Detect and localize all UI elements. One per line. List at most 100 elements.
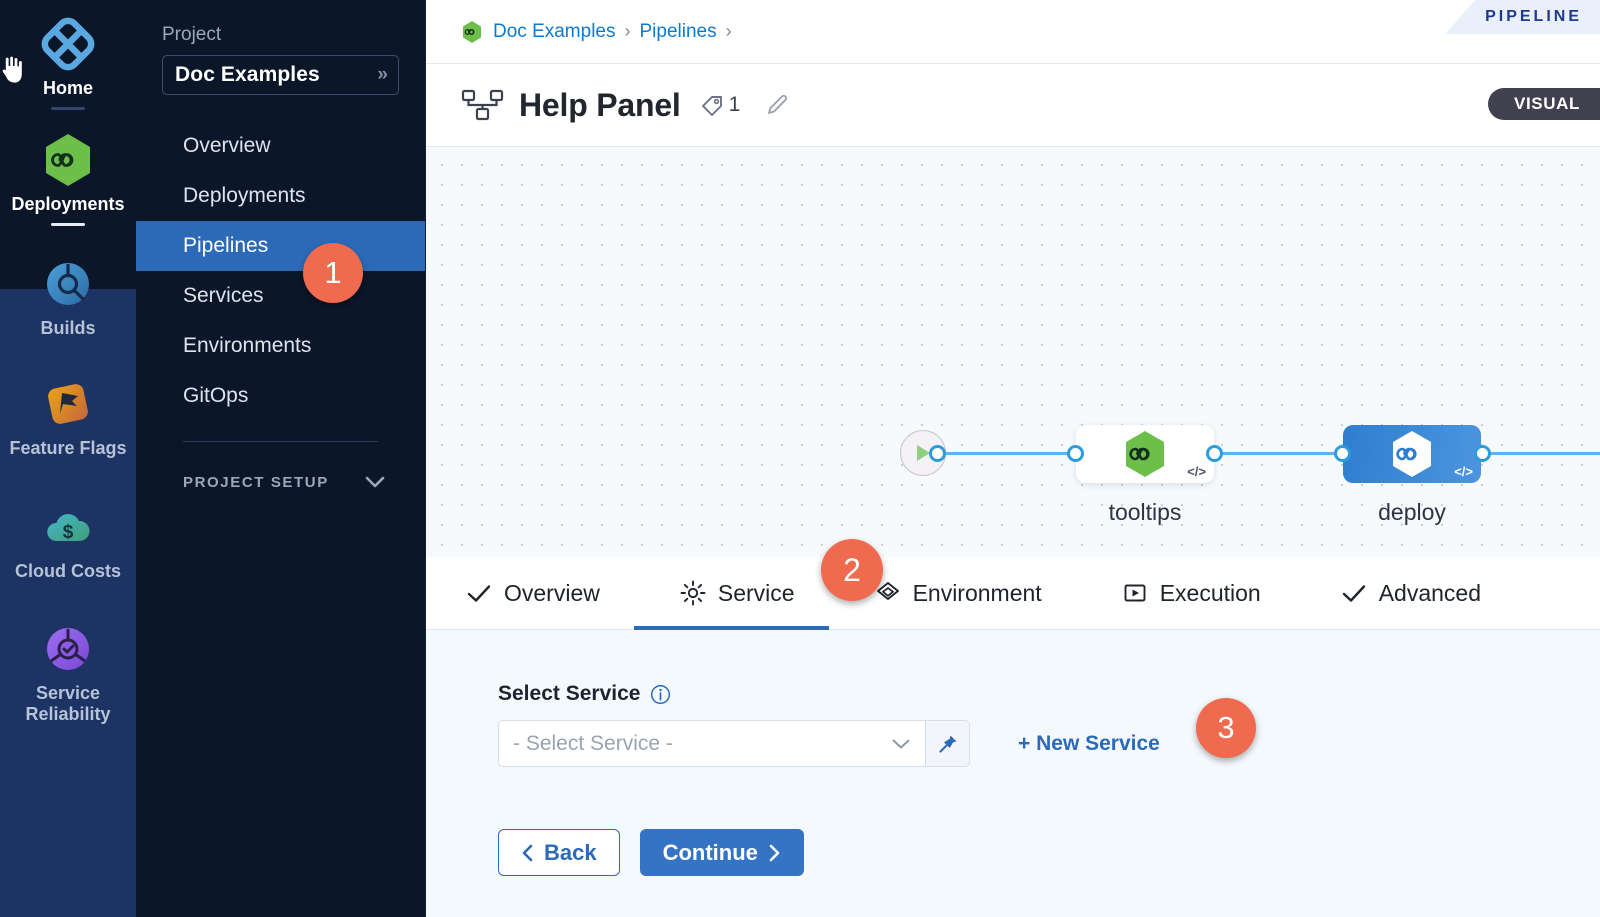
pipeline-title-bar: Help Panel 1 VISUAL — [426, 63, 1600, 147]
tab-execution[interactable]: Execution — [1076, 557, 1295, 630]
project-selector[interactable]: Doc Examples » — [162, 55, 399, 95]
callout-badge-1: 1 — [303, 243, 363, 303]
visual-mode-label: VISUAL — [1514, 94, 1580, 113]
tab-label: Service — [717, 579, 795, 606]
select-service-label-row: Select Service — [498, 682, 1600, 706]
gear-icon — [680, 580, 706, 606]
sidebar-item-deployments[interactable]: Deployments — [136, 171, 425, 221]
continue-button[interactable]: Continue — [639, 829, 804, 876]
pipeline-studio-tab-label: PIPELINE — [1485, 8, 1582, 25]
rail-item-label: Feature Flags — [9, 438, 127, 459]
rail-item-label: Home — [42, 78, 93, 98]
sidebar-item-environments[interactable]: Environments — [136, 321, 425, 371]
sidebar-item-gitops[interactable]: GitOps — [136, 371, 425, 421]
project-nav: Project Doc Examples » Overview Deployme… — [136, 0, 426, 917]
breadcrumb-link-project[interactable]: Doc Examples — [493, 20, 616, 42]
sidebar-item-label: Overview — [183, 134, 271, 157]
select-service-input[interactable]: - Select Service - — [498, 720, 926, 767]
select-service-label: Select Service — [498, 682, 641, 705]
rail-item-cloud-costs[interactable]: $ Cloud Costs — [0, 459, 136, 581]
port-start-out[interactable] — [929, 445, 946, 462]
port-tooltips-in[interactable] — [1067, 445, 1084, 462]
stage-label-deploy: deploy — [1378, 499, 1446, 525]
harness-hexagon-icon — [463, 20, 481, 43]
sidebar-item-label: Services — [183, 284, 264, 307]
project-setup-label: PROJECT SETUP — [183, 473, 329, 491]
pin-service-button[interactable] — [926, 720, 970, 767]
new-service-link[interactable]: + New Service — [1018, 731, 1160, 755]
rail-item-deployments[interactable]: Deployments — [0, 110, 136, 227]
back-button-label: Back — [544, 839, 597, 865]
rail-item-label: Deployments — [11, 194, 125, 215]
edge-start-to-tooltips — [934, 452, 1079, 455]
callout-number: 1 — [324, 255, 342, 290]
chevron-right-icon — [769, 844, 780, 861]
pencil-edit-icon[interactable] — [764, 92, 790, 118]
chevron-down-icon — [892, 739, 910, 748]
pipeline-studio-tab[interactable]: PIPELINE — [1445, 0, 1600, 34]
callout-number: 2 — [843, 551, 861, 588]
hand-pointer-cursor — [1, 55, 24, 85]
sidebar-item-pipelines[interactable]: Pipelines — [136, 221, 425, 271]
tab-label: Execution — [1159, 579, 1261, 606]
rail-item-home[interactable]: Home — [0, 0, 136, 111]
svg-text:$: $ — [63, 522, 74, 543]
callout-number: 3 — [1217, 710, 1235, 745]
rail-item-label: Cloud Costs — [15, 560, 121, 581]
tags-indicator[interactable]: 1 — [699, 92, 741, 118]
chevron-left-icon — [522, 844, 533, 861]
feature-flags-icon — [40, 376, 96, 432]
visual-mode-badge[interactable]: VISUAL — [1488, 88, 1600, 120]
tab-service[interactable]: Service — [633, 557, 829, 630]
breadcrumb-link-pipelines[interactable]: Pipelines — [639, 20, 717, 42]
rail-item-builds[interactable]: Builds — [0, 226, 136, 338]
tag-count: 1 — [728, 93, 741, 116]
stage-label-tooltips: tooltips — [1108, 499, 1182, 525]
rail-active-underline — [51, 107, 85, 111]
pipeline-nodes-icon — [461, 89, 504, 121]
rail-item-label: Service Reliability — [25, 682, 111, 725]
service-form-pane: Select Service - Select Service - — [426, 630, 1600, 917]
tab-label: Advanced — [1378, 579, 1482, 606]
harness-hexagon-white-icon — [1393, 431, 1431, 477]
breadcrumb: Doc Examples › Pipelines › PIPELINE — [426, 0, 1600, 63]
check-icon — [466, 580, 492, 606]
callout-badge-3: 3 — [1196, 698, 1256, 758]
tab-label: Overview — [504, 579, 600, 606]
harness-hexagon-green-icon — [1126, 431, 1164, 477]
project-name: Doc Examples — [175, 63, 320, 86]
stage-code-badge: </> — [1187, 464, 1206, 479]
sidebar-item-label: Pipelines — [183, 234, 269, 257]
play-box-icon — [1122, 580, 1148, 606]
port-deploy-out[interactable] — [1474, 445, 1491, 462]
sidebar-item-overview[interactable]: Overview — [136, 121, 425, 171]
port-tooltips-out[interactable] — [1206, 445, 1223, 462]
sidebar-item-label: Environments — [183, 334, 312, 357]
sidebar-item-label: Deployments — [183, 184, 306, 207]
tab-advanced[interactable]: Advanced — [1295, 557, 1515, 630]
pipeline-canvas[interactable]: </> tooltips </> deploy + — [426, 147, 1600, 557]
sidebar-item-label: GitOps — [183, 384, 249, 407]
stage-node-deploy[interactable]: </> — [1343, 425, 1481, 483]
rail-item-service-reliability[interactable]: Service Reliability — [0, 581, 136, 726]
tab-environment[interactable]: Environment — [829, 557, 1076, 630]
port-deploy-in[interactable] — [1334, 445, 1351, 462]
stage-node-tooltips[interactable]: </> — [1076, 425, 1214, 483]
layers-icon — [875, 580, 901, 606]
select-service-row: - Select Service - + New Service — [498, 720, 1600, 767]
sidebar-item-services[interactable]: Services — [136, 271, 425, 321]
breadcrumb-separator: › — [624, 21, 631, 41]
select-service-placeholder: - Select Service - — [513, 731, 673, 755]
rail-item-feature-flags[interactable]: Feature Flags — [0, 338, 136, 458]
cloud-costs-dollar-icon: $ — [40, 499, 96, 555]
add-stage-label: Add Stage — [1579, 497, 1600, 524]
project-setup-section[interactable]: PROJECT SETUP — [136, 462, 425, 502]
service-reliability-icon — [40, 621, 96, 677]
pin-icon — [938, 735, 956, 753]
tab-overview[interactable]: Overview — [426, 557, 634, 630]
back-button[interactable]: Back — [498, 829, 620, 876]
info-circle-icon[interactable] — [650, 684, 671, 705]
module-rail: Home Deployments — [0, 0, 136, 917]
wizard-button-row: Back Continue — [498, 829, 1600, 876]
